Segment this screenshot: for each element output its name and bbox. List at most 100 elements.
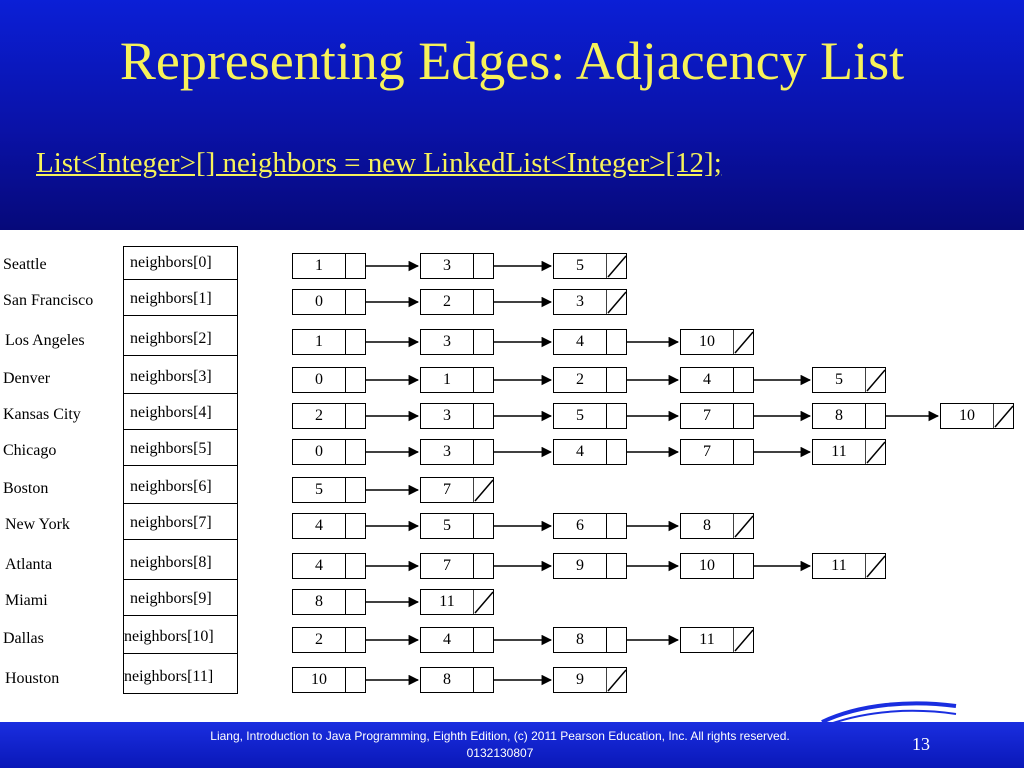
list-node: 5 bbox=[292, 477, 366, 503]
node-value: 3 bbox=[443, 443, 451, 460]
array-slot-label: neighbors[11] bbox=[124, 668, 214, 685]
node-value: 11 bbox=[439, 593, 455, 610]
node-value: 4 bbox=[703, 371, 711, 388]
array-slot-divider bbox=[124, 579, 237, 580]
node-pointer-divider bbox=[473, 368, 474, 392]
footer-band bbox=[0, 700, 1024, 722]
list-node: 5 bbox=[420, 513, 494, 539]
city-label: Los Angeles bbox=[5, 332, 85, 349]
node-value: 0 bbox=[315, 371, 323, 388]
array-slot-label: neighbors[2] bbox=[130, 330, 212, 347]
node-value: 3 bbox=[443, 333, 451, 350]
list-node: 8 bbox=[812, 403, 886, 429]
array-slot-label: neighbors[5] bbox=[130, 440, 212, 457]
list-node: 4 bbox=[292, 553, 366, 579]
list-node: 11 bbox=[420, 589, 494, 615]
node-value: 8 bbox=[703, 517, 711, 534]
array-slot-divider bbox=[124, 315, 237, 316]
node-value: 3 bbox=[443, 407, 451, 424]
null-pointer-slash bbox=[865, 554, 886, 578]
node-pointer-divider bbox=[345, 290, 346, 314]
list-node: 3 bbox=[420, 403, 494, 429]
list-node: 2 bbox=[292, 627, 366, 653]
list-node: 7 bbox=[680, 403, 754, 429]
list-node: 8 bbox=[553, 627, 627, 653]
city-label: Denver bbox=[3, 370, 51, 387]
slide-header: Representing Edges: Adjacency List List<… bbox=[0, 0, 1024, 230]
list-node: 4 bbox=[292, 513, 366, 539]
node-value: 2 bbox=[443, 293, 451, 310]
node-value: 7 bbox=[703, 407, 711, 424]
node-pointer-divider bbox=[345, 368, 346, 392]
city-label: Dallas bbox=[3, 630, 44, 647]
node-value: 5 bbox=[835, 371, 843, 388]
list-node: 3 bbox=[420, 439, 494, 465]
node-pointer-divider bbox=[473, 330, 474, 354]
list-node: 4 bbox=[553, 329, 627, 355]
node-pointer-divider bbox=[473, 514, 474, 538]
node-value: 5 bbox=[315, 481, 323, 498]
slide-footer: Liang, Introduction to Java Programming,… bbox=[0, 722, 1024, 768]
list-node: 4 bbox=[420, 627, 494, 653]
node-value: 4 bbox=[315, 557, 323, 574]
list-node: 9 bbox=[553, 553, 627, 579]
array-slot-label: neighbors[10] bbox=[124, 628, 214, 645]
list-node: 10 bbox=[940, 403, 1014, 429]
list-node: 3 bbox=[420, 253, 494, 279]
node-pointer-divider bbox=[473, 668, 474, 692]
node-pointer-divider bbox=[345, 440, 346, 464]
node-value: 10 bbox=[311, 671, 327, 688]
null-pointer-slash bbox=[733, 628, 754, 652]
list-node: 11 bbox=[680, 627, 754, 653]
node-pointer-divider bbox=[606, 514, 607, 538]
page-number: 13 bbox=[912, 734, 930, 754]
list-node: 2 bbox=[553, 367, 627, 393]
node-value: 0 bbox=[315, 293, 323, 310]
node-pointer-divider bbox=[733, 554, 734, 578]
node-value: 3 bbox=[443, 257, 451, 274]
node-value: 11 bbox=[831, 557, 847, 574]
node-pointer-divider bbox=[345, 478, 346, 502]
list-node: 11 bbox=[812, 553, 886, 579]
list-node: 2 bbox=[420, 289, 494, 315]
node-pointer-divider bbox=[606, 330, 607, 354]
null-pointer-slash bbox=[733, 514, 754, 538]
node-value: 4 bbox=[443, 631, 451, 648]
node-value: 1 bbox=[315, 257, 323, 274]
array-slot-divider bbox=[124, 465, 237, 466]
node-pointer-divider bbox=[345, 590, 346, 614]
list-node: 8 bbox=[292, 589, 366, 615]
node-pointer-divider bbox=[473, 290, 474, 314]
node-value: 6 bbox=[576, 517, 584, 534]
array-slot-label: neighbors[6] bbox=[130, 478, 212, 495]
city-label: Kansas City bbox=[3, 406, 81, 423]
null-pointer-slash bbox=[473, 478, 494, 502]
city-label: San Francisco bbox=[3, 292, 94, 309]
node-value: 7 bbox=[443, 557, 451, 574]
list-node: 3 bbox=[420, 329, 494, 355]
array-slot-divider bbox=[124, 279, 237, 280]
node-pointer-divider bbox=[606, 440, 607, 464]
list-node: 0 bbox=[292, 367, 366, 393]
list-node: 5 bbox=[553, 253, 627, 279]
list-node: 0 bbox=[292, 439, 366, 465]
list-node: 2 bbox=[292, 403, 366, 429]
node-value: 1 bbox=[443, 371, 451, 388]
city-label: Seattle bbox=[3, 256, 47, 273]
node-value: 3 bbox=[576, 293, 584, 310]
node-value: 5 bbox=[443, 517, 451, 534]
node-value: 7 bbox=[443, 481, 451, 498]
node-pointer-divider bbox=[473, 554, 474, 578]
list-node: 7 bbox=[680, 439, 754, 465]
node-value: 0 bbox=[315, 443, 323, 460]
array-slot-divider bbox=[124, 615, 237, 616]
list-node: 10 bbox=[680, 553, 754, 579]
array-slot-divider bbox=[124, 503, 237, 504]
null-pointer-slash bbox=[733, 330, 754, 354]
node-value: 9 bbox=[576, 557, 584, 574]
list-node: 6 bbox=[553, 513, 627, 539]
node-pointer-divider bbox=[606, 404, 607, 428]
node-pointer-divider bbox=[733, 368, 734, 392]
list-node: 3 bbox=[553, 289, 627, 315]
list-node: 10 bbox=[292, 667, 366, 693]
